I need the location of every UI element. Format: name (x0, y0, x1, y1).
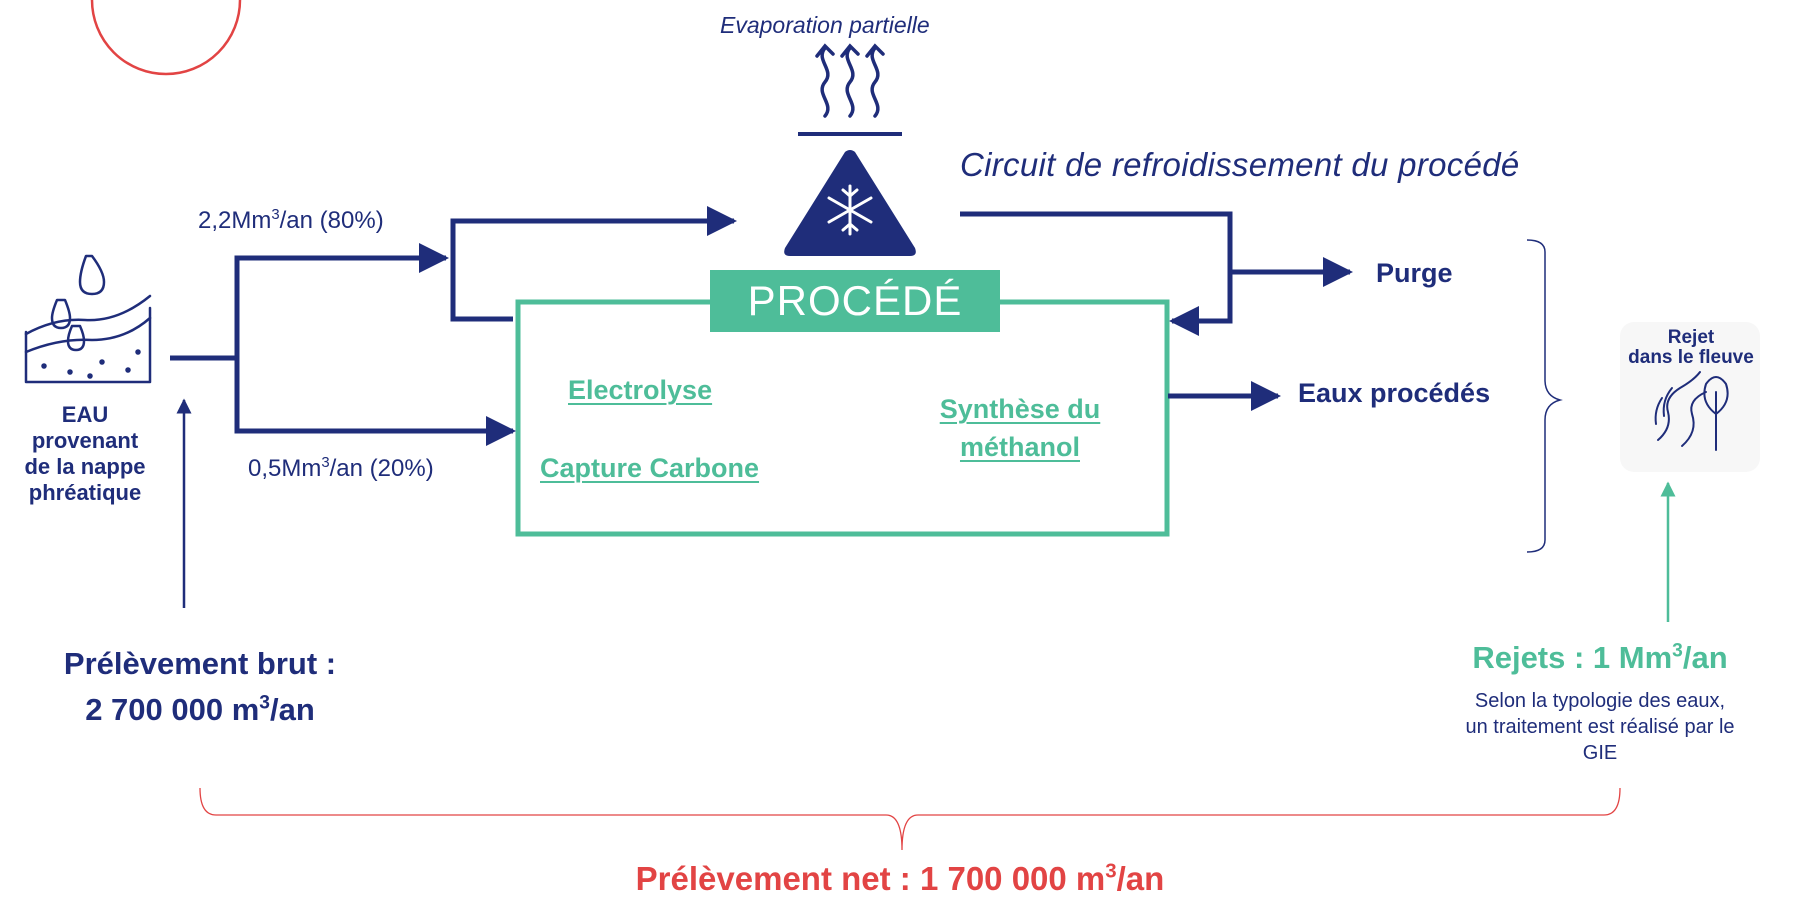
source-line3: de la nappe (24, 454, 146, 479)
upper-flow-value: 2,2Mm (198, 207, 272, 234)
methanol-synthesis-link[interactable]: Synthèse du méthanol (910, 390, 1130, 466)
methanol-synthesis-line2[interactable]: méthanol (959, 432, 1080, 462)
net-withdrawal: Prélèvement net : 1 700 000 m3/an (440, 860, 1360, 898)
methanol-synthesis-line1[interactable]: Synthèse du (939, 394, 1101, 424)
cooling-circuit-label: Circuit de refroidissement du procédé (960, 146, 1520, 183)
discharge-note-line1: Selon la typologie des eaux, (1474, 690, 1726, 712)
discharge-suffix: /an (1682, 640, 1728, 675)
discharge-value: Rejets : 1 Mm (1472, 640, 1673, 675)
groundwater-icon (24, 254, 152, 384)
gross-exp: 3 (259, 692, 270, 714)
carbon-capture-link[interactable]: Capture Carbone (540, 453, 760, 483)
net-suffix: /an (1116, 860, 1165, 897)
river-discharge-label: Rejet dans le fleuve (1606, 328, 1776, 368)
source-line4: phréatique (28, 480, 142, 505)
lower-flow-exp: 3 (321, 455, 330, 472)
lower-flow-value: 0,5Mm (248, 455, 322, 482)
lower-flow-label: 0,5Mm3/an (20%) (248, 455, 434, 483)
upper-flow-label: 2,2Mm3/an (80%) (198, 207, 384, 235)
purge-label: Purge (1376, 258, 1453, 288)
source-line1: EAU (61, 402, 109, 427)
discharge-exp: 3 (1672, 640, 1683, 662)
outputs-brace (1526, 239, 1563, 553)
discharge-note: Selon la typologie des eaux, un traiteme… (1400, 688, 1800, 766)
net-exp: 3 (1105, 859, 1117, 883)
net-brace (199, 787, 1621, 851)
river-line1: Rejet (1667, 327, 1715, 348)
net-value: Prélèvement net : 1 700 000 m (635, 860, 1106, 897)
steam-icon (815, 43, 885, 118)
decorative-circle (90, 0, 242, 76)
gross-value: 2 700 000 m (85, 692, 260, 727)
source-line2: provenant (31, 428, 139, 453)
water-source-label: EAU provenant de la nappe phréatique (10, 402, 160, 506)
upper-flow-exp: 3 (271, 207, 280, 224)
evaporation-label: Evaporation partielle (720, 12, 930, 38)
gross-label: Prélèvement brut : (63, 646, 337, 681)
gross-value-line: 2 700 000 m3/an (20, 687, 380, 733)
gross-withdrawal: Prélèvement brut : 2 700 000 m3/an (20, 641, 380, 733)
process-title-bg (710, 270, 1000, 332)
river-line2: dans le fleuve (1628, 347, 1754, 368)
electrolysis-link[interactable]: Electrolyse (568, 375, 713, 405)
process-water-label: Eaux procédés (1298, 378, 1491, 408)
upper-flow-suffix: /an (80%) (279, 207, 384, 234)
river-icon (1654, 371, 1729, 451)
discharge-note-line3: GIE (1582, 742, 1618, 764)
discharge-label: Rejets : 1 Mm3/an (1400, 640, 1800, 676)
discharge-note-line2: un traitement est réalisé par le (1465, 716, 1735, 738)
process-title: PROCÉDÉ (747, 277, 963, 324)
lower-flow-suffix: /an (20%) (329, 455, 434, 482)
gross-suffix: /an (269, 692, 315, 727)
snowflake-icon (827, 184, 873, 236)
